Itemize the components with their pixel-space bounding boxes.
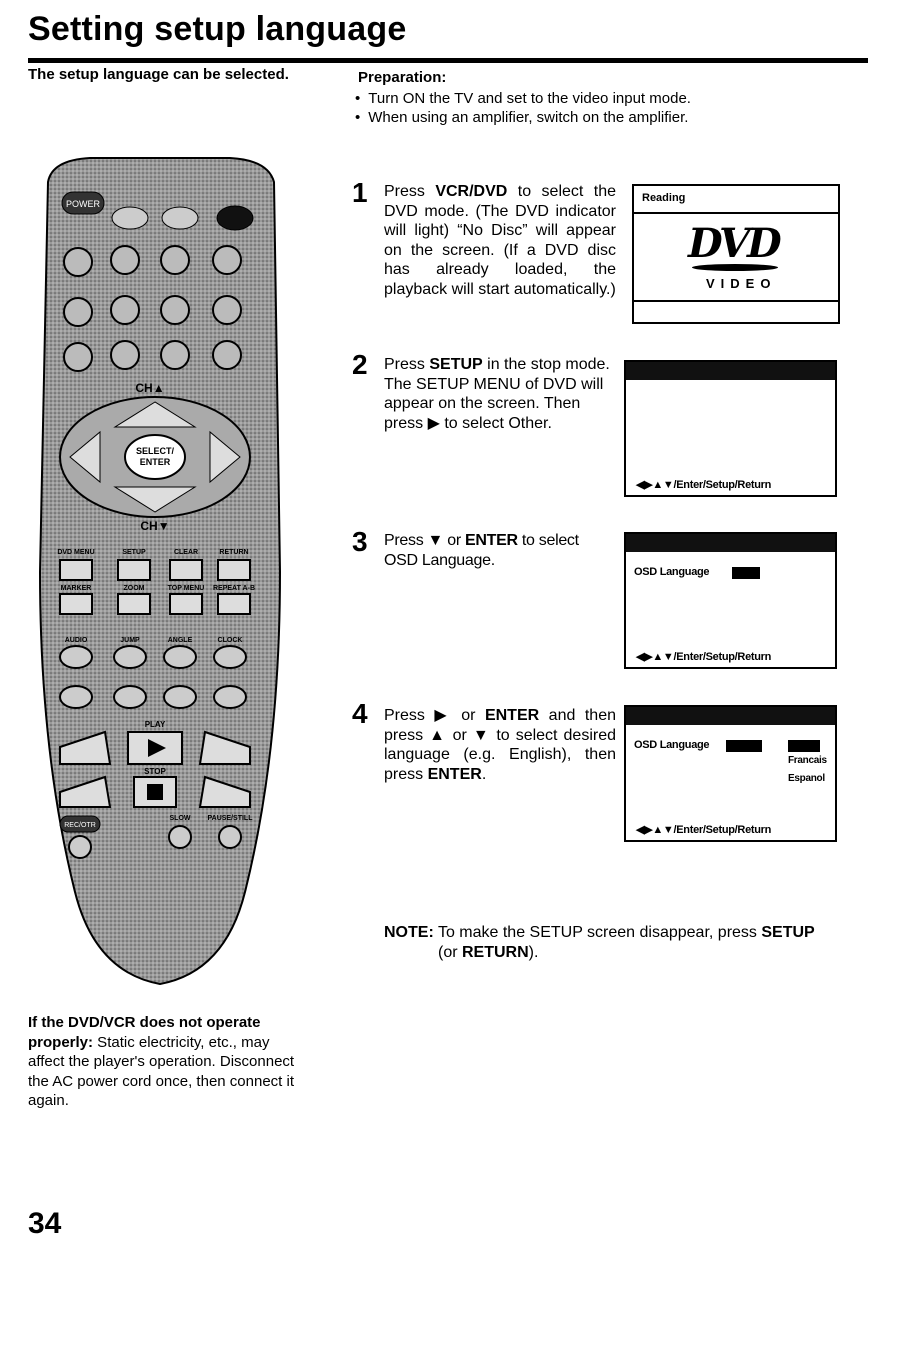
- svg-text:STOP: STOP: [144, 767, 166, 776]
- dvd-logo: DVD: [688, 220, 782, 267]
- setup-menu-screen-3: OSD Language ◀▶▲▼/Enter/Setup/Return: [624, 532, 837, 669]
- step-number: 2: [352, 349, 368, 380]
- step-text: Press VCR/DVD to select the DVD mode. (T…: [384, 183, 617, 298]
- note: NOTE: To make the SETUP screen disappear…: [384, 924, 815, 961]
- setup-menu-bar: [626, 362, 835, 380]
- step-text: Press ▶ or ENTER and then press ▲ or ▼ t…: [384, 707, 617, 783]
- preparation-item: Turn ON the TV and set to the video inpu…: [355, 89, 691, 108]
- remote-control-illustration: POWER CH▲ SELECT/ ENTER CH▼ DVD MENU SET…: [30, 152, 290, 990]
- ch-down-label: CH▼: [140, 519, 169, 533]
- troubleshooting-tip: If the DVD/VCR does not operate properly…: [28, 1014, 295, 1109]
- osd-value-highlight: [726, 740, 762, 752]
- reading-status: Reading: [642, 192, 686, 204]
- svg-text:CLEAR: CLEAR: [174, 549, 198, 556]
- svg-text:TOP MENU: TOP MENU: [168, 585, 205, 592]
- title-rule: [28, 58, 868, 63]
- preparation-list: Turn ON the TV and set to the video inpu…: [355, 89, 691, 127]
- step-number: 3: [352, 526, 368, 557]
- svg-text:MARKER: MARKER: [61, 585, 92, 592]
- svg-text:DVD MENU: DVD MENU: [57, 549, 94, 556]
- osd-value-highlight: [732, 567, 760, 579]
- svg-text:AUDIO: AUDIO: [65, 637, 88, 644]
- svg-text:CLOCK: CLOCK: [218, 637, 243, 644]
- step-number: 4: [352, 698, 368, 729]
- record-button-label: REC/OTR: [64, 822, 96, 829]
- navigation-hint: ◀▶▲▼/Enter/Setup/Return: [636, 824, 772, 836]
- step-text: Press SETUP in the stop mode. The SETUP …: [384, 356, 610, 432]
- step-text: Press ▼ or ENTER to select OSD Language.: [384, 532, 579, 569]
- power-button-label: POWER: [66, 199, 101, 209]
- language-option: Espanol: [788, 773, 825, 784]
- page-subtitle: The setup language can be selected.: [28, 66, 289, 83]
- svg-text:SLOW: SLOW: [170, 815, 191, 822]
- setup-menu-screen-2: ◀▶▲▼/Enter/Setup/Return: [624, 360, 837, 497]
- svg-text:ANGLE: ANGLE: [168, 637, 193, 644]
- svg-text:REPEAT A-B: REPEAT A-B: [213, 585, 255, 592]
- osd-language-label: OSD Language: [634, 566, 710, 578]
- setup-menu-screen-4: OSD Language Francais Espanol ◀▶▲▼/Enter…: [624, 705, 837, 842]
- step-number: 1: [352, 177, 368, 208]
- svg-text:RETURN: RETURN: [219, 549, 248, 556]
- svg-text:ENTER: ENTER: [140, 457, 171, 467]
- dvd-screen-1: Reading DVD VIDEO: [632, 184, 840, 324]
- ch-up-label: CH▲: [135, 381, 164, 395]
- language-option: Francais: [788, 755, 827, 766]
- svg-text:JUMP: JUMP: [120, 637, 140, 644]
- setup-menu-bar: [626, 534, 835, 552]
- svg-text:SELECT/: SELECT/: [136, 446, 175, 456]
- osd-language-label: OSD Language: [634, 739, 710, 751]
- navigation-hint: ◀▶▲▼/Enter/Setup/Return: [636, 479, 772, 491]
- svg-text:PLAY: PLAY: [145, 720, 166, 729]
- page-title: Setting setup language: [28, 10, 407, 48]
- preparation-item: When using an amplifier, switch on the a…: [355, 108, 691, 127]
- dvd-logo-sub: VIDEO: [706, 276, 777, 291]
- svg-text:ZOOM: ZOOM: [124, 585, 145, 592]
- preparation-heading: Preparation:: [358, 69, 447, 86]
- svg-text:PAUSE/STILL: PAUSE/STILL: [208, 815, 254, 822]
- setup-menu-bar: [626, 707, 835, 725]
- svg-text:SETUP: SETUP: [122, 549, 146, 556]
- page-number: 34: [28, 1207, 62, 1240]
- navigation-hint: ◀▶▲▼/Enter/Setup/Return: [636, 651, 772, 663]
- language-option-selected: [788, 740, 820, 752]
- dvd-logo-disc: [692, 264, 778, 271]
